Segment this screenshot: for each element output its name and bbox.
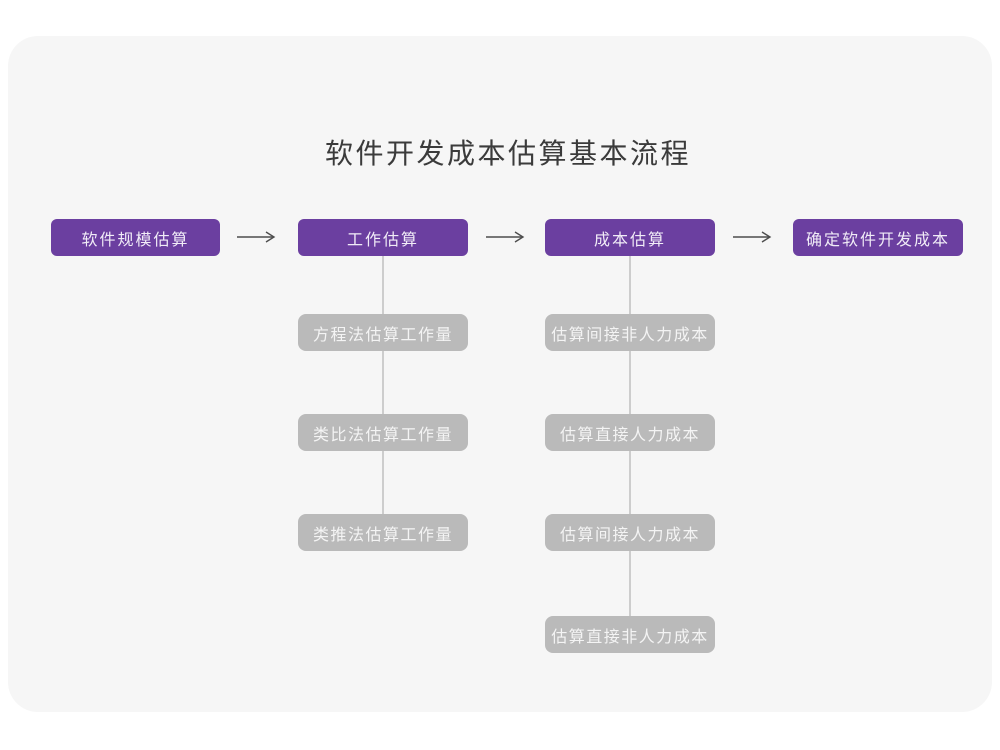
flow-node-software-scale-estimation: 软件规模估算: [51, 219, 220, 256]
sub-node-analogy-method: 类比法估算工作量: [298, 414, 468, 451]
sub-node-equation-method: 方程法估算工作量: [298, 314, 468, 351]
flow-node-cost-estimation: 成本估算: [545, 219, 715, 256]
flow-node-work-estimation: 工作估算: [298, 219, 468, 256]
sub-node-direct-labor-cost: 估算直接人力成本: [545, 414, 715, 451]
connector-line-work-estimation: [382, 256, 384, 533]
flow-node-determine-software-dev-cost: 确定软件开发成本: [793, 219, 963, 256]
diagram-canvas: 软件开发成本估算基本流程 软件规模估算 工作估算 成本估算 确定软件开发成本 方…: [8, 36, 992, 712]
arrow-right-icon: [733, 231, 772, 243]
diagram-title: 软件开发成本估算基本流程: [324, 138, 691, 169]
arrow-right-icon: [237, 231, 276, 243]
sub-node-direct-nonlabor-cost: 估算直接非人力成本: [545, 616, 715, 653]
sub-node-indirect-nonlabor-cost: 估算间接非人力成本: [545, 314, 715, 351]
arrow-right-icon: [486, 231, 525, 243]
sub-node-extrapolation-method: 类推法估算工作量: [298, 514, 468, 551]
sub-node-indirect-labor-cost: 估算间接人力成本: [545, 514, 715, 551]
